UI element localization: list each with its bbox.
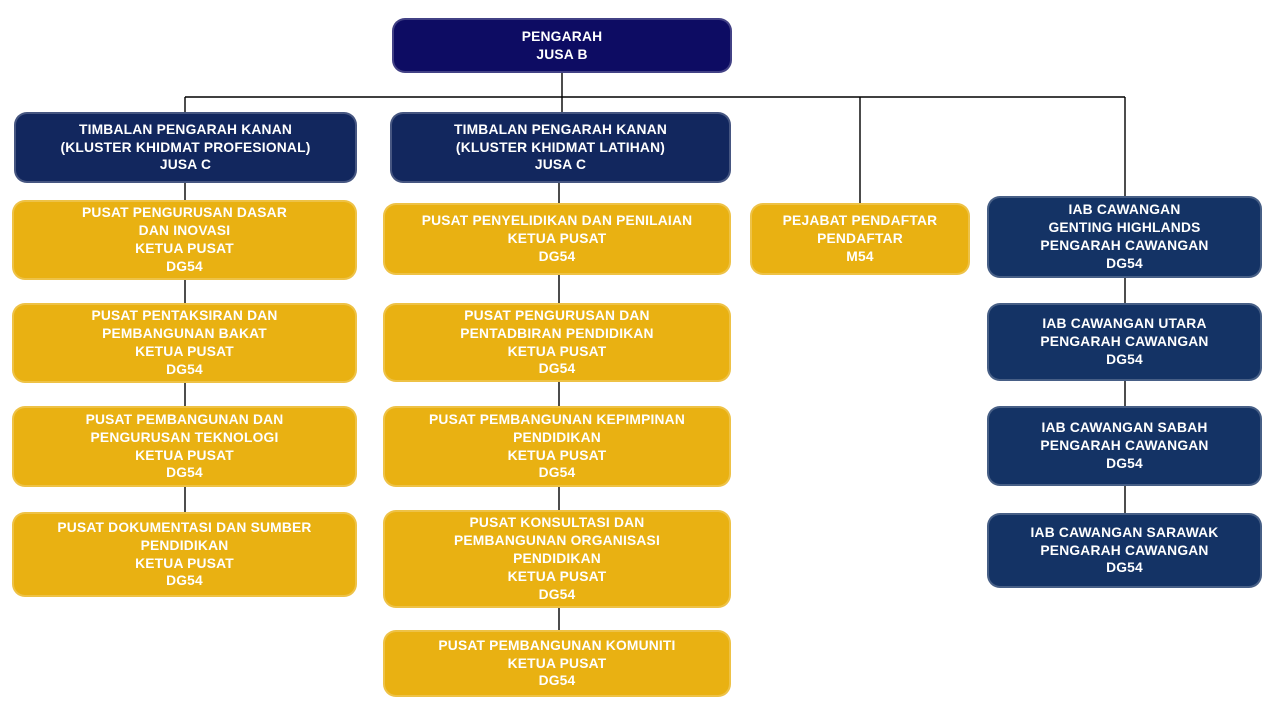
node-pusat-konsultasi-dan-pembangunan-organisasi: PUSAT KONSULTASI DAN PEMBANGUNAN ORGANIS… (383, 510, 731, 608)
node-iab-cawangan-sarawak: IAB CAWANGAN SARAWAK PENGARAH CAWANGAN D… (987, 513, 1262, 588)
node-pusat-pembangunan-komuniti: PUSAT PEMBANGUNAN KOMUNITI KETUA PUSAT D… (383, 630, 731, 697)
node-pusat-pembangunan-kepimpinan-pendidikan: PUSAT PEMBANGUNAN KEPIMPINAN PENDIDIKAN … (383, 406, 731, 487)
node-pusat-pengurusan-dan-pentadbiran-pendidikan: PUSAT PENGURUSAN DAN PENTADBIRAN PENDIDI… (383, 303, 731, 382)
node-pusat-dokumentasi-dan-sumber-pendidikan: PUSAT DOKUMENTASI DAN SUMBER PENDIDIKAN … (12, 512, 357, 597)
node-pusat-pengurusan-dasar-dan-inovasi: PUSAT PENGURUSAN DASAR DAN INOVASI KETUA… (12, 200, 357, 280)
node-pusat-pentaksiran-dan-pembangunan-bakat: PUSAT PENTAKSIRAN DAN PEMBANGUNAN BAKAT … (12, 303, 357, 383)
node-pusat-pembangunan-dan-pengurusan-teknologi: PUSAT PEMBANGUNAN DAN PENGURUSAN TEKNOLO… (12, 406, 357, 487)
node-pejabat-pendaftar: PEJABAT PENDAFTAR PENDAFTAR M54 (750, 203, 970, 275)
connector-group (184, 73, 1126, 630)
node-iab-cawangan-genting-highlands: IAB CAWANGAN GENTING HIGHLANDS PENGARAH … (987, 196, 1262, 278)
node-timbalan-pengarah-kanan-profesional: TIMBALAN PENGARAH KANAN (KLUSTER KHIDMAT… (14, 112, 357, 183)
node-pusat-penyelidikan-dan-penilaian: PUSAT PENYELIDIKAN DAN PENILAIAN KETUA P… (383, 203, 731, 275)
node-iab-cawangan-utara: IAB CAWANGAN UTARA PENGARAH CAWANGAN DG5… (987, 303, 1262, 381)
node-pengarah: PENGARAH JUSA B (392, 18, 732, 73)
node-timbalan-pengarah-kanan-latihan: TIMBALAN PENGARAH KANAN (KLUSTER KHIDMAT… (390, 112, 731, 183)
node-iab-cawangan-sabah: IAB CAWANGAN SABAH PENGARAH CAWANGAN DG5… (987, 406, 1262, 486)
